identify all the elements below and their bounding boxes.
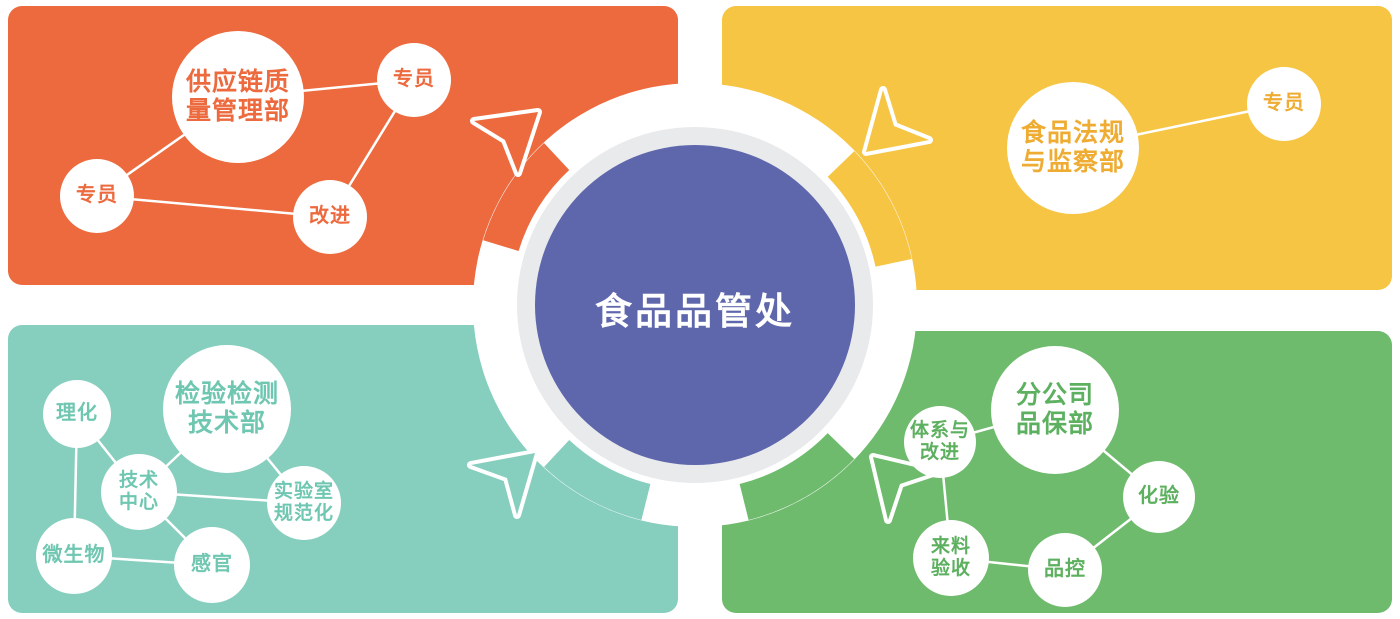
node-label-line: 中心 bbox=[118, 492, 159, 513]
node-label-line: 规范化 bbox=[273, 503, 334, 524]
center-title: 食品品管处 bbox=[595, 291, 795, 332]
node-label-line: 食品法规 bbox=[1020, 118, 1125, 147]
node-branch-qa-incoming-acceptance: 来料验收 bbox=[913, 520, 989, 596]
node-label-line: 理化 bbox=[56, 402, 98, 425]
node-label-line: 品控 bbox=[1044, 558, 1086, 581]
node-testing-tech-dept: 检验检测技术部 bbox=[163, 345, 291, 473]
node-label-line: 化验 bbox=[1138, 485, 1180, 508]
node-label-line: 来料 bbox=[930, 535, 971, 557]
node-supply-chain-dept: 供应链质量管理部 bbox=[172, 31, 304, 163]
node-supply-chain-specialist-left: 专员 bbox=[60, 159, 134, 233]
node-branch-qa-dept: 分公司品保部 bbox=[991, 346, 1119, 474]
node-branch-qa-system-improvement: 体系与改进 bbox=[904, 406, 976, 478]
node-branch-qa-quality-control: 品控 bbox=[1028, 533, 1102, 607]
node-label-line: 技术 bbox=[118, 469, 159, 491]
node-regulation-dept: 食品法规与监察部 bbox=[1007, 82, 1139, 214]
node-supply-chain-improvement: 改进 bbox=[293, 180, 367, 254]
node-label-line: 改进 bbox=[919, 442, 960, 463]
node-label-line: 品保部 bbox=[1015, 410, 1094, 438]
node-testing-tech-physicochemical: 理化 bbox=[43, 380, 111, 448]
node-label-line: 专员 bbox=[393, 68, 435, 91]
node-label-line: 实验室 bbox=[273, 480, 334, 502]
node-label-line: 验收 bbox=[930, 558, 971, 579]
node-testing-tech-tech-center: 技术中心 bbox=[101, 454, 177, 530]
node-label-line: 体系与 bbox=[909, 419, 970, 441]
node-label-line: 技术部 bbox=[187, 409, 266, 437]
node-label-line: 感官 bbox=[191, 553, 233, 576]
node-label-line: 与监察部 bbox=[1020, 148, 1125, 176]
node-supply-chain-specialist-right: 专员 bbox=[377, 43, 451, 117]
node-label-line: 供应链质 bbox=[185, 67, 290, 96]
node-label-line: 分公司 bbox=[1015, 380, 1094, 409]
node-label-line: 专员 bbox=[76, 184, 118, 207]
node-label-line: 专员 bbox=[1263, 92, 1305, 115]
node-label-line: 量管理部 bbox=[185, 97, 290, 125]
node-regulation-specialist: 专员 bbox=[1247, 67, 1321, 141]
node-testing-tech-microbiology: 微生物 bbox=[36, 518, 112, 594]
node-testing-tech-lab-standardization: 实验室规范化 bbox=[267, 466, 341, 540]
node-testing-tech-sensory: 感官 bbox=[174, 527, 250, 603]
node-branch-qa-lab-test: 化验 bbox=[1123, 461, 1195, 533]
node-label-line: 改进 bbox=[309, 205, 351, 228]
node-label-line: 检验检测 bbox=[174, 379, 279, 408]
node-label-line: 微生物 bbox=[42, 544, 106, 567]
